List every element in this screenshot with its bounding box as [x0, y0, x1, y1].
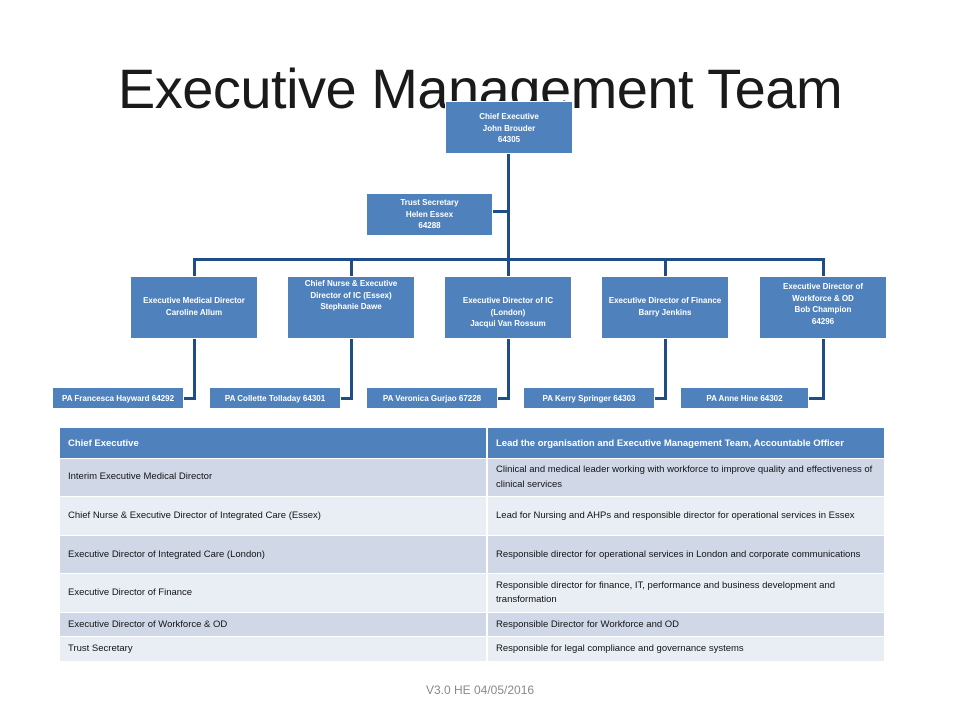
connector-pa-1: [193, 338, 196, 400]
roles-table: Chief Executive Lead the organisation an…: [60, 428, 884, 661]
director-role: Executive Director of Finance: [608, 296, 722, 305]
table-cell-role: Executive Director of Finance: [60, 573, 488, 613]
org-box-workforce-director: Executive Director of Workforce & OD Bob…: [759, 276, 887, 339]
connector-pa-5: [822, 338, 825, 400]
ceo-ext: 64305: [497, 135, 521, 145]
ceo-role: Chief Executive: [479, 112, 539, 121]
connector-pa-2-h: [340, 397, 353, 400]
connector-pa-3-h: [497, 397, 510, 400]
table-row: Interim Executive Medical Director Clini…: [60, 457, 884, 497]
connector-pa-2: [350, 338, 353, 400]
connector-pa-5-h: [808, 397, 825, 400]
director-role: Executive Director of Workforce & OD: [782, 282, 864, 303]
version-footer: V3.0 HE 04/05/2016: [425, 683, 535, 697]
ceo-name: John Brouder: [482, 123, 536, 133]
table-row: Trust Secretary Responsible for legal co…: [60, 636, 884, 661]
org-box-medical-director: Executive Medical Director Caroline Allu…: [130, 276, 258, 339]
director-name: Jacqui Van Rossum: [470, 319, 546, 329]
pa-box-finance-director: PA Kerry Springer 64303: [523, 387, 655, 409]
connector-ceo-trunk: [507, 153, 510, 260]
director-name: Barry Jenkins: [638, 307, 692, 317]
table-cell-description: Responsible director for operational ser…: [487, 535, 884, 574]
table-cell-role: Chief Nurse & Executive Director of Inte…: [60, 496, 488, 536]
connector-director-1: [193, 258, 196, 277]
pa-box-medical-director: PA Francesca Hayward 64292: [52, 387, 184, 409]
connector-secretary: [492, 210, 508, 213]
connector-pa-3: [507, 338, 510, 400]
connector-pa-4: [664, 338, 667, 400]
connector-director-5: [822, 258, 825, 277]
org-box-finance-director: Executive Director of Finance Barry Jenk…: [601, 276, 729, 339]
director-name: Caroline Allum: [165, 307, 223, 317]
pa-box-chief-nurse: PA Collette Tolladay 64301: [209, 387, 341, 409]
connector-director-4: [664, 258, 667, 277]
director-role: Executive Director of IC (London): [462, 296, 554, 317]
secretary-name: Helen Essex: [405, 209, 454, 219]
connector-pa-1-h: [183, 397, 196, 400]
table-cell-description: Clinical and medical leader working with…: [487, 457, 884, 497]
table-row: Chief Nurse & Executive Director of Inte…: [60, 496, 884, 536]
table-cell-role: Interim Executive Medical Director: [60, 457, 488, 497]
org-box-chief-nurse: Chief Nurse & Executive Director of IC (…: [287, 276, 415, 339]
director-role: Executive Medical Director: [143, 296, 245, 305]
table-cell-description: Responsible Director for Workforce and O…: [487, 612, 884, 637]
table-row: Executive Director of Finance Responsibl…: [60, 573, 884, 613]
connector-director-3: [507, 258, 510, 277]
table-row: Executive Director of Workforce & OD Res…: [60, 612, 884, 637]
director-name: Stephanie Dawe: [320, 302, 382, 312]
secretary-ext: 64288: [418, 221, 441, 231]
table-row: Executive Director of Integrated Care (L…: [60, 535, 884, 574]
table-cell-role: Executive Director of Integrated Care (L…: [60, 535, 488, 574]
director-role: Chief Nurse & Executive Director of IC (…: [304, 279, 398, 300]
org-box-trust-secretary: Trust Secretary Helen Essex 64288: [366, 193, 493, 236]
table-cell-description: Lead for Nursing and AHPs and responsibl…: [487, 496, 884, 536]
org-box-ic-london-director: Executive Director of IC (London) Jacqui…: [444, 276, 572, 339]
table-cell-role: Trust Secretary: [60, 636, 488, 661]
org-box-chief-executive: Chief Executive John Brouder 64305: [445, 101, 573, 154]
table-header-cell: Lead the organisation and Executive Mana…: [487, 428, 884, 459]
secretary-role: Trust Secretary: [400, 198, 459, 208]
pa-box-ic-london-director: PA Veronica Gurjao 67228: [366, 387, 498, 409]
director-ext: 64296: [811, 316, 835, 326]
connector-director-2: [350, 258, 353, 277]
pa-box-workforce-director: PA Anne Hine 64302: [680, 387, 809, 409]
table-header-cell: Chief Executive: [60, 428, 488, 459]
table-cell-description: Responsible for legal compliance and gov…: [487, 636, 884, 661]
director-name: Bob Champion: [794, 305, 852, 315]
connector-pa-4-h: [654, 397, 667, 400]
table-header-row: Chief Executive Lead the organisation an…: [60, 428, 884, 459]
table-cell-role: Executive Director of Workforce & OD: [60, 612, 488, 637]
table-cell-description: Responsible director for finance, IT, pe…: [487, 573, 884, 613]
